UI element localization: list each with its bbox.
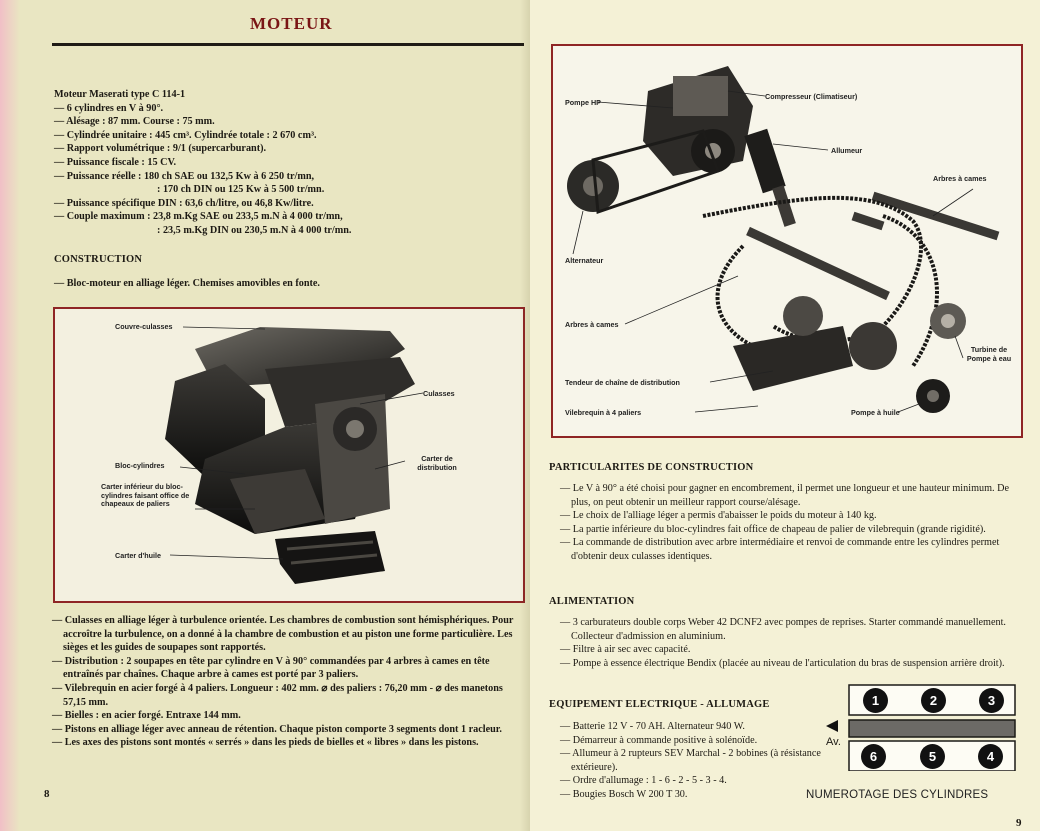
engine-details: — Culasses en alliage léger à turbulence…: [52, 614, 524, 750]
particularite-item: — Le choix de l'alliage léger a permis d…: [560, 510, 877, 522]
label-vilebrequin: Vilebrequin à 4 paliers: [565, 408, 642, 417]
cylinder-1: 1: [863, 688, 888, 713]
label-arbres-cames-lower: Arbres à cames: [565, 320, 619, 329]
particularites-heading: PARTICULARITES DE CONSTRUCTION: [549, 462, 754, 473]
engine-block-illustration: [165, 326, 424, 584]
detail-item: — Pistons en alliage léger avec anneau d…: [52, 723, 502, 735]
alimentation-item: — Filtre à air sec avec capacité.: [560, 644, 691, 656]
detail-item: — Distribution : 2 soupapes en tête par …: [52, 655, 490, 681]
engine-block-figure: Couvre-culasses Culasses Bloc-cylindres …: [53, 307, 525, 603]
detail-item: — Culasses en alliage léger à turbulence…: [52, 615, 514, 654]
detail-item: — Bielles : en acier forgé. Entraxe 144 …: [52, 710, 241, 722]
label-arbres-cames-upper: Arbres à cames: [933, 174, 987, 183]
spec-line: — Puissance réelle : 180 ch SAE ou 132,5…: [54, 170, 315, 182]
label-pompe-huile: Pompe à huile: [851, 408, 900, 417]
alimentation-item: — Pompe à essence électrique Bendix (pla…: [560, 657, 1005, 669]
spec-line: — Alésage : 87 mm. Course : 75 mm.: [54, 116, 215, 128]
alimentation-item: — 3 carburateurs double corps Weber 42 D…: [560, 617, 1006, 642]
label-carter-distribution: Carter de distribution: [417, 454, 457, 472]
equipement-item: — Bougies Bosch W 200 T 30.: [560, 788, 688, 800]
label-tendeur: Tendeur de chaîne de distribution: [565, 378, 680, 387]
front-arrow-icon: [826, 720, 838, 732]
cylinder-caption: NUMEROTAGE DES CYLINDRES: [806, 789, 989, 801]
distribution-figure: Pompe HP Compresseur (Climatiseur) Allum…: [551, 44, 1023, 438]
equipement-list: — Batterie 12 V - 70 AH. Alternateur 940…: [560, 720, 822, 802]
spec-line: : 23,5 m.Kg DIN ou 230,5 m.N à 4 000 tr/…: [157, 224, 352, 236]
engine-specs: Moteur Maserati type C 114-1 — 6 cylindr…: [54, 88, 524, 238]
equipement-item: — Ordre d'allumage : 1 - 6 - 2 - 5 - 3 -…: [560, 775, 727, 787]
cylinder-6: 6: [861, 744, 886, 769]
page-number-right: 9: [1016, 817, 1022, 829]
spec-line: : 170 ch DIN ou 125 Kw à 5 500 tr/mn.: [157, 184, 325, 196]
spec-line: — Puissance fiscale : 15 CV.: [54, 156, 177, 168]
cylinder-4: 4: [978, 744, 1003, 769]
cylinder-2: 2: [921, 688, 946, 713]
page-number-left: 8: [44, 788, 50, 800]
left-page: MOTEUR Moteur Maserati type C 114-1 — 6 …: [0, 0, 525, 831]
detail-item: — Vilebrequin en acier forgé à 4 paliers…: [52, 682, 503, 708]
detail-item: — Les axes des pistons sont montés « ser…: [52, 737, 479, 749]
spec-line: — 6 cylindres en V à 90°.: [54, 102, 164, 114]
spec-line: — Rapport volumétrique : 9/1 (supercarbu…: [54, 143, 267, 155]
spec-line: — Puissance spécifique DIN : 63,6 ch/lit…: [54, 197, 314, 209]
equipement-item: — Batterie 12 V - 70 AH. Alternateur 940…: [560, 721, 745, 732]
equipement-item: — Démarreur à commande positive à soléno…: [560, 734, 758, 746]
alimentation-heading: ALIMENTATION: [549, 596, 635, 607]
cylinder-numbering-diagram: 1 2 3 6 5 4: [847, 683, 1017, 771]
label-culasses: Culasses: [423, 389, 455, 398]
label-carter-inferieur: Carter inférieur du bloc-cylindres faisa…: [101, 482, 190, 508]
particularites-list: — Le V à 90° a été choisi pour gagner en…: [560, 482, 1022, 564]
alimentation-list: — 3 carburateurs double corps Weber 42 D…: [560, 616, 1022, 670]
construction-text: — Bloc-moteur en alliage léger. Chemises…: [54, 278, 320, 289]
particularite-item: — La commande de distribution avec arbre…: [560, 537, 1000, 562]
section-title: MOTEUR: [250, 14, 333, 33]
spec-line: — Cylindrée unitaire : 445 cm³. Cylindré…: [54, 129, 317, 141]
title-rule: [52, 43, 524, 46]
cylinder-3: 3: [979, 688, 1004, 713]
particularite-item: — La partie inférieure du bloc-cylindres…: [560, 523, 986, 535]
label-turbine: Turbine de Pompe à eau: [966, 345, 1012, 363]
equipement-item: — Allumeur à 2 rupteurs SEV Marchal - 2 …: [560, 748, 821, 773]
distribution-illustration: [567, 66, 1000, 413]
spec-line: — Couple maximum : 23,8 m.Kg SAE ou 233,…: [54, 211, 343, 223]
label-alternateur: Alternateur: [565, 256, 604, 265]
front-label: Av.: [826, 736, 841, 748]
construction-heading: CONSTRUCTION: [54, 254, 143, 265]
particularite-item: — Le V à 90° a été choisi pour gagner en…: [560, 483, 1009, 508]
label-carter-huile: Carter d'huile: [115, 551, 162, 560]
cylinder-5: 5: [920, 744, 945, 769]
label-allumeur: Allumeur: [831, 146, 863, 155]
spec-line: Moteur Maserati type C 114-1: [54, 89, 186, 100]
label-couvre-culasses: Couvre-culasses: [115, 322, 173, 331]
label-pompe-hp: Pompe HP: [565, 98, 601, 107]
label-compresseur: Compresseur (Climatiseur): [765, 92, 858, 101]
equipement-heading: EQUIPEMENT ELECTRIQUE - ALLUMAGE: [549, 699, 770, 710]
label-bloc-cylindres: Bloc-cylindres: [115, 461, 165, 470]
